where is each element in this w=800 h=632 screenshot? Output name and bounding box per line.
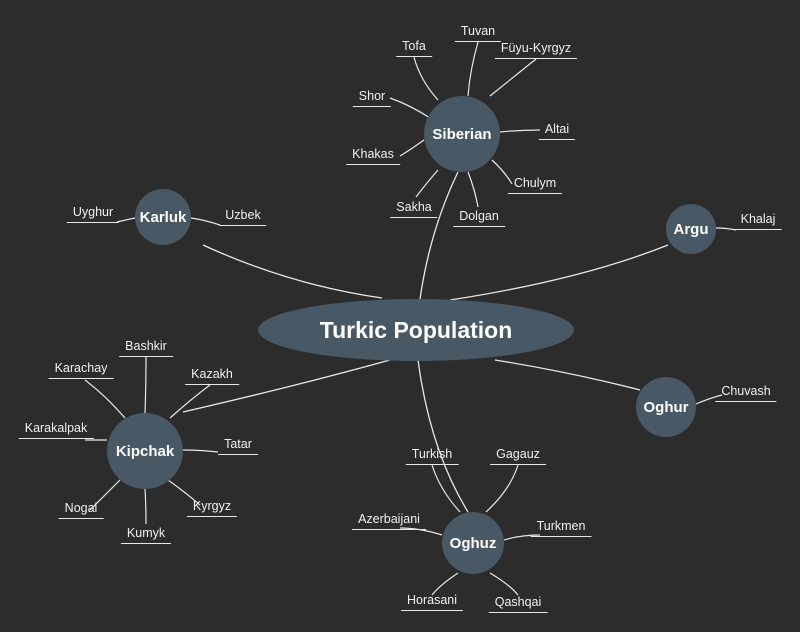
branch-argu[interactable]: Argu: [666, 204, 716, 254]
connector-line: [415, 169, 439, 198]
leaf-uzbek[interactable]: Uzbek: [219, 208, 267, 226]
connector-line: [489, 572, 519, 596]
branch-label: Kipchak: [115, 442, 175, 460]
leaf-azerbaijani[interactable]: Azerbaijani: [352, 512, 426, 530]
root-label: Turkic Population: [319, 316, 513, 343]
connector-line: [182, 449, 219, 453]
connector-line: [467, 171, 479, 208]
leaf-tofa[interactable]: Tofa: [396, 39, 432, 57]
connector-line: [431, 464, 461, 513]
connector-line: [389, 97, 431, 119]
connector-line: [190, 217, 221, 226]
connector-line: [89, 479, 121, 511]
leaf-chulym[interactable]: Chulym: [507, 176, 563, 194]
leaf-bashkir[interactable]: Bashkir: [119, 339, 173, 357]
leaf-nogai[interactable]: Nogai: [58, 501, 104, 519]
connector-line: [491, 159, 513, 185]
connector-line: [413, 56, 439, 101]
connector-line: [167, 479, 201, 506]
branch-karluk[interactable]: Karluk: [135, 189, 191, 245]
connector-line: [503, 534, 541, 541]
leaf-kyrgyz[interactable]: Kyrgyz: [186, 499, 238, 517]
leaf-altai[interactable]: Altai: [538, 122, 576, 140]
leaf-sakha[interactable]: Sakha: [390, 200, 438, 218]
branch-oghuz[interactable]: Oghuz: [442, 512, 504, 574]
connector-line: [431, 572, 459, 596]
root-node[interactable]: Turkic Population: [258, 299, 574, 361]
connector-line: [485, 464, 519, 513]
leaf-tatar[interactable]: Tatar: [218, 437, 258, 455]
connector-line: [695, 394, 723, 405]
leaf-shor[interactable]: Shor: [352, 89, 392, 107]
connector-line: [182, 359, 391, 413]
connector-line: [417, 359, 469, 513]
leaf-khalaj[interactable]: Khalaj: [734, 212, 782, 230]
leaf-turkish[interactable]: Turkish: [405, 447, 459, 465]
branch-label: Siberian: [432, 125, 492, 143]
branch-label: Oghuz: [449, 534, 497, 552]
connector-line: [202, 244, 383, 299]
connector-line: [449, 244, 669, 301]
connector-line: [467, 41, 479, 97]
connector-line: [144, 356, 147, 414]
leaf-qashqai[interactable]: Qashqai: [488, 595, 548, 613]
leaf-gagauz[interactable]: Gagauz: [490, 447, 546, 465]
branch-kipchak[interactable]: Kipchak: [107, 413, 183, 489]
connector-line: [489, 58, 537, 97]
leaf-kumyk[interactable]: Kumyk: [120, 526, 172, 544]
connector-line: [399, 139, 425, 157]
leaf-kazakh[interactable]: Kazakh: [185, 367, 239, 385]
connector-line: [419, 171, 459, 300]
connector-line: [84, 379, 126, 419]
leaf-horasani[interactable]: Horasani: [400, 593, 464, 611]
leaf-turkmen[interactable]: Turkmen: [530, 519, 592, 537]
leaf-fuyu-kyrgyz[interactable]: Füyu-Kyrgyz: [494, 41, 578, 59]
connector-line: [494, 359, 641, 391]
leaf-khakas[interactable]: Khakas: [346, 147, 400, 165]
branch-siberian[interactable]: Siberian: [424, 96, 500, 172]
branch-label: Oghur: [643, 398, 689, 416]
leaf-dolgan[interactable]: Dolgan: [453, 209, 505, 227]
branch-label: Argu: [673, 220, 709, 238]
leaf-tuvan[interactable]: Tuvan: [454, 24, 502, 42]
leaf-karakalpak[interactable]: Karakalpak: [18, 421, 94, 439]
leaf-karachay[interactable]: Karachay: [48, 361, 114, 379]
connector-line: [144, 488, 147, 525]
leaf-chuvash[interactable]: Chuvash: [715, 384, 777, 402]
connector-line: [116, 217, 136, 223]
connector-line: [169, 384, 211, 419]
connector-line: [499, 129, 541, 133]
branch-label: Karluk: [139, 208, 187, 226]
connector-line: [715, 227, 737, 231]
leaf-uyghur[interactable]: Uyghur: [66, 205, 120, 223]
branch-oghur[interactable]: Oghur: [636, 377, 696, 437]
